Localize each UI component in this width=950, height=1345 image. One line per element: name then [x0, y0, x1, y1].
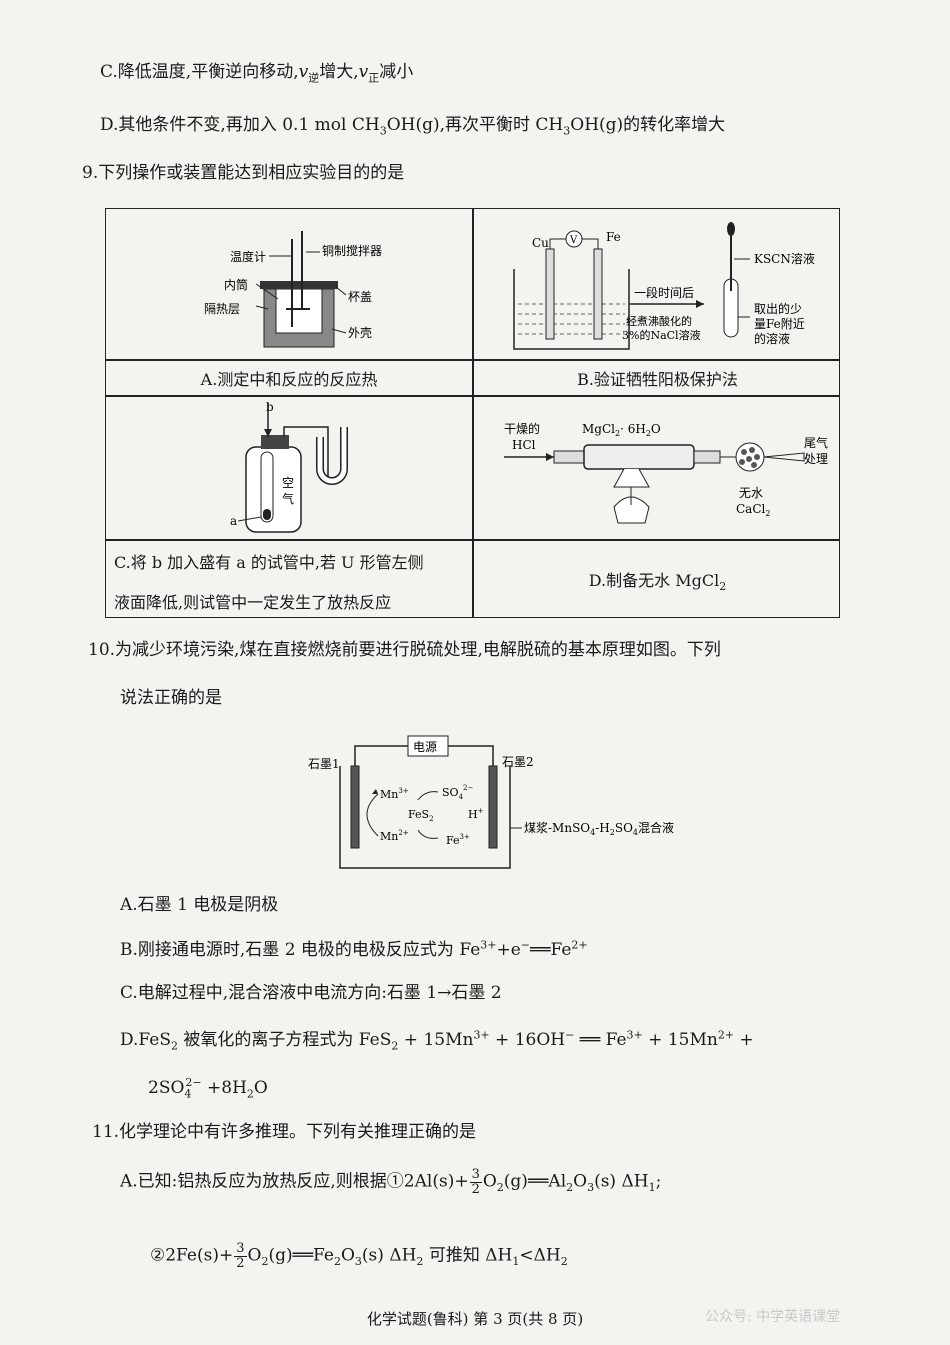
solution-label-2: 3%的NaCl溶液 — [622, 328, 701, 342]
q9-c-caption-1: C.将 b 加入盛有 a 的试管中,若 U 形管左侧 — [114, 553, 424, 572]
q9-b-caption: B.验证牺牲阳极保护法 — [577, 370, 738, 389]
q10-option-b: B.刚接通电源时,石墨 2 电极的电极反应式为 Fe3++e−══Fe2+ — [120, 938, 588, 960]
power-label: 电源 — [413, 740, 437, 754]
q10-option-a: A.石墨 1 电极是阴极 — [120, 895, 279, 915]
take-label-3: 的溶液 — [754, 331, 790, 346]
q8-option-c: C.降低温度,平衡逆向移动,v逆增大,v正减小 — [100, 62, 414, 85]
voltmeter-label: V — [569, 235, 578, 246]
graphite-1-label: 石墨1 — [308, 757, 340, 771]
thermometer-label: 温度计 — [230, 249, 266, 264]
solution-label-1: 经煮沸酸化的 — [626, 314, 692, 328]
cu-label: Cu — [532, 236, 549, 250]
shell-label: 外壳 — [348, 326, 372, 340]
q8-option-d: D.其他条件不变,再加入 0.1 mol CH3OH(g),再次平衡时 CH3O… — [100, 115, 726, 138]
mn3-label: Mn3+ — [380, 787, 409, 801]
q9-c-diagram: b a 空 气 — [106, 397, 472, 539]
insulation-label: 隔热层 — [204, 302, 240, 316]
air-label-1: 空 — [282, 476, 294, 490]
sacrificial-anode-diagram: V Cu Fe 一段时间后 经煮沸酸化的 3%的NaCl溶液 KSCN溶液 取出… — [513, 222, 815, 350]
electrolysis-diagram: 电源 石墨1 石墨2 Mn3+ SO42− FeS2 H+ Mn2+ Fe3+ … — [308, 735, 674, 869]
h-ion-label: H+ — [468, 807, 484, 821]
tail-gas-label-1: 尾气 — [804, 435, 828, 450]
label-b: b — [266, 400, 274, 414]
air-label-2: 气 — [282, 491, 294, 506]
u-tube-diagram: b a 空 气 — [230, 400, 348, 533]
so4-label: SO42− — [442, 784, 473, 801]
stirrer-label: 铜制搅拌器 — [322, 243, 382, 258]
dry-label-2: HCl — [512, 438, 536, 452]
q9-stem: 9.下列操作或装置能达到相应实验目的的是 — [82, 163, 405, 183]
take-label-1: 取出的少 — [754, 301, 802, 316]
graphite-2-label: 石墨2 — [502, 755, 534, 769]
q9-d-diagram: 干燥的 HCl MgCl2· 6H2O 尾气 处理 无水 CaCl2 — [474, 397, 841, 539]
fes2-label: FeS2 — [408, 808, 434, 823]
fe3-label: Fe3+ — [446, 833, 470, 847]
lid-label: 杯盖 — [348, 290, 372, 304]
q10-stem-2: 说法正确的是 — [120, 688, 222, 708]
after-label: 一段时间后 — [634, 285, 694, 300]
q10-option-d-line-2: 2SO42− +8H2O — [148, 1076, 268, 1101]
q9-d-caption: D.制备无水 MgCl2 — [588, 571, 727, 594]
kscn-label: KSCN溶液 — [754, 251, 815, 266]
tail-gas-label-2: 处理 — [804, 452, 828, 466]
dry-label-1: 干燥的 — [504, 421, 540, 436]
take-label-2: 量Fe附近 — [754, 317, 805, 331]
q10-option-c: C.电解过程中,混合溶液中电流方向:石墨 1→石墨 2 — [120, 983, 502, 1003]
fe-label: Fe — [606, 230, 621, 244]
mgcl2-label: MgCl2· 6H2O — [582, 422, 661, 438]
page-footer: 化学试题(鲁科) 第 3 页(共 8 页) — [366, 1310, 584, 1328]
mixture-label: 煤浆-MnSO4-H2SO4混合液 — [524, 820, 674, 837]
q9-table: 温度计 铜制搅拌器 内筒 隔热层 杯盖 外壳 A.测定中和反应的反应热 V Cu… — [105, 208, 840, 618]
q9-c-caption-2: 液面降低,则试管中一定发生了放热反应 — [114, 593, 392, 612]
q9-a-diagram: 温度计 铜制搅拌器 内筒 隔热层 杯盖 外壳 — [106, 209, 472, 359]
q9-a-caption: A.测定中和反应的反应热 — [200, 370, 378, 389]
calorimeter-diagram: 温度计 铜制搅拌器 内筒 隔热层 杯盖 外壳 — [204, 231, 382, 348]
anhydrous-label: 无水 — [739, 486, 763, 500]
q11-stem: 11.化学理论中有许多推理。下列有关推理正确的是 — [92, 1122, 477, 1142]
mgcl2-apparatus-diagram: 干燥的 HCl MgCl2· 6H2O 尾气 处理 无水 CaCl2 — [504, 421, 828, 524]
mn2-label: Mn2+ — [380, 829, 409, 843]
inner-cup-label: 内筒 — [224, 277, 248, 292]
cacl2-label: CaCl2 — [736, 502, 770, 518]
watermark: 公众号: 中学英语课堂 — [705, 1309, 841, 1325]
q9-b-diagram: V Cu Fe 一段时间后 经煮沸酸化的 3%的NaCl溶液 KSCN溶液 取出… — [474, 209, 841, 359]
label-a: a — [230, 514, 237, 528]
q10-stem-1: 10.为减少环境污染,煤在直接燃烧前要进行脱硫处理,电解脱硫的基本原理如图。下列 — [88, 640, 721, 660]
q10-option-d-line-1: D.FeS2 被氧化的离子方程式为 FeS2 + 15Mn3+ + 16OH− … — [120, 1028, 754, 1053]
